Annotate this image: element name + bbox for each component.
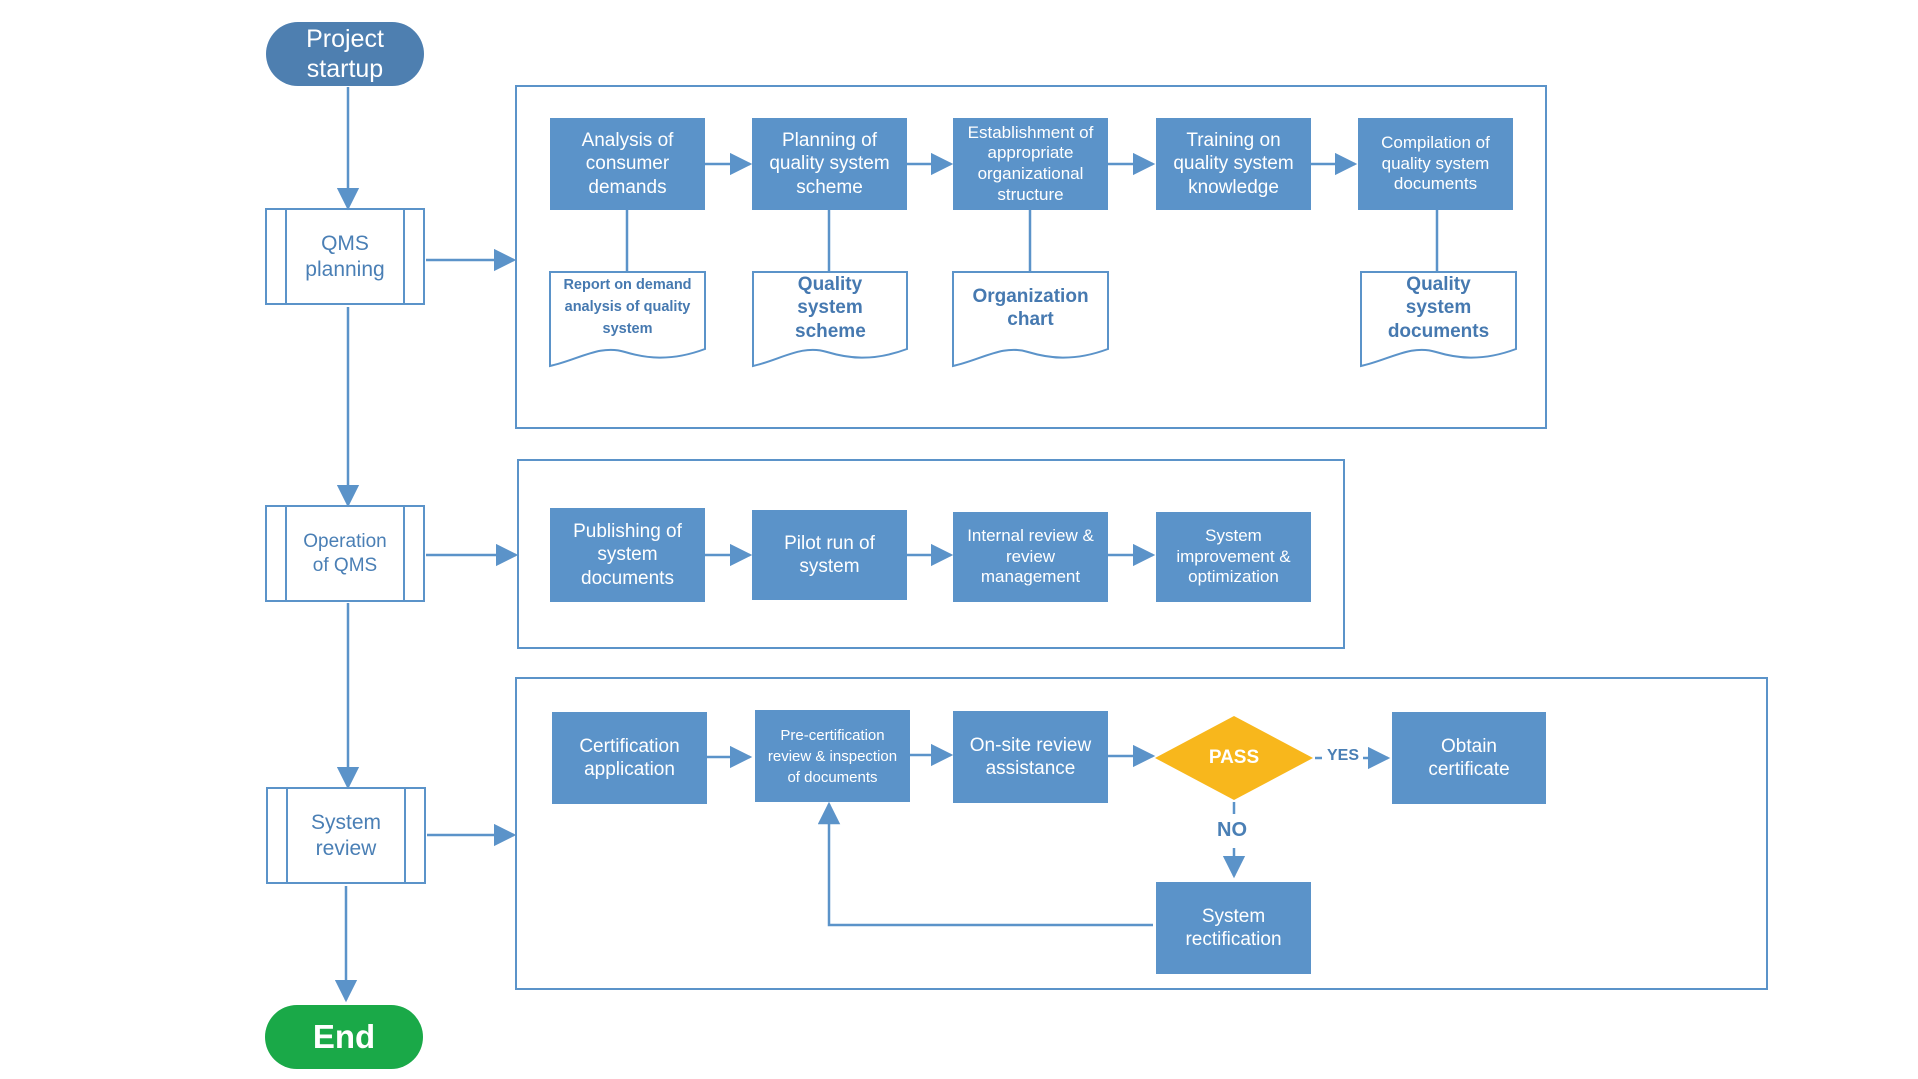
stage-planning-label: QMS planning	[305, 231, 385, 281]
planning-doc-2-label: Quality system scheme	[795, 274, 866, 342]
review-step-3: On-site review assistance	[953, 711, 1108, 803]
end-terminal-label: End	[312, 1017, 376, 1055]
no-label: NO	[1217, 819, 1247, 841]
doc-shape-1	[549, 271, 706, 368]
planning-step-2: Planning of quality system scheme	[752, 118, 907, 210]
operation-step-4: System improvement & optimization	[1156, 512, 1311, 602]
planning-step-3: Establishment of appropriate organizatio…	[953, 118, 1108, 210]
decision-pass: PASS	[1155, 716, 1313, 800]
operation-step-2-label: Pilot run of system	[784, 532, 875, 577]
doc-shape-2	[752, 271, 908, 368]
operation-step-3-label: Internal review & review management	[967, 525, 1094, 587]
operation-step-3: Internal review & review management	[953, 512, 1108, 602]
planning-doc-2: Quality system scheme	[753, 270, 907, 360]
planning-doc-4: Quality system documents	[1361, 270, 1516, 360]
start-terminal: Project startup	[266, 22, 424, 86]
stage-review: System review	[267, 788, 425, 883]
doc-shape-3	[952, 271, 1109, 368]
stage-review-label: System review	[310, 810, 381, 860]
start-terminal-label: Project startup	[306, 24, 384, 84]
stage-planning: QMS planning	[266, 209, 424, 304]
planning-step-5: Compilation of quality system documents	[1358, 118, 1513, 210]
doc-shape-4	[1360, 271, 1517, 368]
review-step-2-label: Pre-certification review & inspection of…	[767, 726, 898, 786]
planning-doc-3-label: Organization chart	[972, 285, 1089, 330]
planning-step-4-label: Training on quality system knowledge	[1173, 130, 1294, 198]
planning-step-3-label: Establishment of appropriate organizatio…	[967, 122, 1094, 204]
operation-step-1: Publishing of system documents	[550, 508, 705, 602]
yes-label: YES	[1327, 747, 1360, 764]
review-step-3-label: On-site review assistance	[969, 734, 1092, 779]
operation-step-4-label: System improvement & optimization	[1176, 525, 1291, 587]
planning-doc-4-label: Quality system documents	[1387, 274, 1490, 342]
review-step-2: Pre-certification review & inspection of…	[755, 710, 910, 802]
review-step-1: Certification application	[552, 712, 707, 804]
planning-step-1: Analysis of consumer demands	[550, 118, 705, 210]
stage-box-operation-shape	[265, 505, 425, 602]
planning-doc-1: Report on demand analysis of quality sys…	[550, 270, 705, 360]
arrow-rectification-loop	[817, 801, 1153, 927]
operation-step-2: Pilot run of system	[752, 510, 907, 600]
stage-operation: Operation of QMS	[266, 506, 424, 601]
planning-step-1-label: Analysis of consumer demands	[581, 130, 674, 198]
review-step-1-label: Certification application	[579, 735, 680, 780]
decision-pass-label: PASS	[1208, 747, 1260, 769]
operation-step-1-label: Publishing of system documents	[573, 521, 682, 589]
pass-step-obtain-certificate: Obtain certificate	[1392, 712, 1546, 804]
fail-step-system-rectification: System rectification	[1156, 882, 1311, 974]
stage-box-planning-shape	[265, 208, 425, 305]
planning-step-2-label: Planning of quality system scheme	[769, 130, 890, 198]
planning-step-5-label: Compilation of quality system documents	[1381, 132, 1490, 194]
planning-step-4: Training on quality system knowledge	[1156, 118, 1311, 210]
pass-step-label: Obtain certificate	[1428, 735, 1510, 780]
fail-step-label: System rectification	[1185, 905, 1282, 950]
planning-doc-1-label: Report on demand analysis of quality sys…	[563, 277, 692, 337]
planning-doc-3: Organization chart	[953, 270, 1108, 360]
decision-diamond-shape	[1155, 716, 1313, 800]
stage-operation-label: Operation of QMS	[303, 531, 387, 576]
end-terminal: End	[265, 1005, 423, 1069]
stage-box-review-shape	[266, 787, 426, 884]
